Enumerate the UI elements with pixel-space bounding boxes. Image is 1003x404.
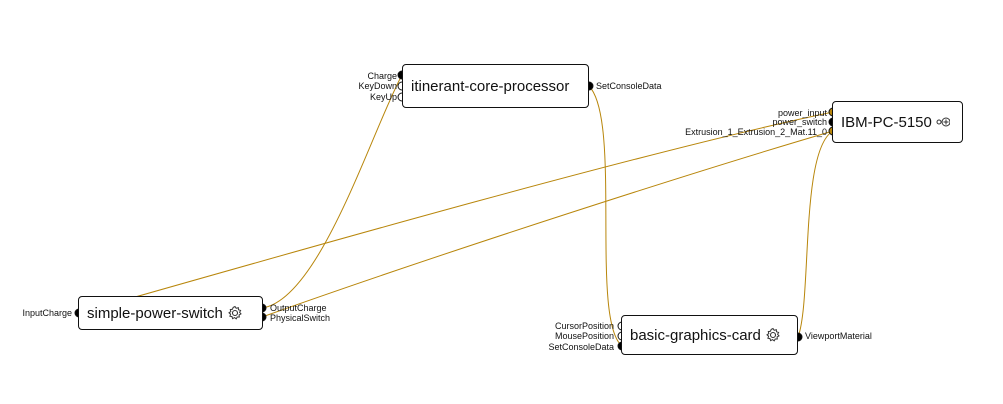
- node-ibm-pc-5150[interactable]: IBM-PC-5150: [832, 101, 963, 143]
- wire-inputcharge-to-power-input: [78, 111, 834, 314]
- gear-icon[interactable]: [227, 305, 243, 321]
- wire-charge-to-outputcharge: [261, 74, 403, 309]
- node-title: basic-graphics-card: [630, 326, 761, 344]
- node-title: itinerant-core-processor: [411, 77, 570, 95]
- port-label-extrusion: Extrusion_1_Extrusion_2_Mat.11_0: [685, 127, 827, 137]
- port-label-power-switch: power_switch: [772, 117, 827, 127]
- port-label-viewportmaterial: ViewportMaterial: [805, 331, 872, 341]
- port-label-keydown: KeyDown: [358, 81, 397, 91]
- node-title: IBM-PC-5150: [841, 113, 932, 131]
- port-label-physicalswitch: PhysicalSwitch: [270, 313, 331, 323]
- port-label-keyup: KeyUp: [369, 92, 397, 102]
- node-basic-graphics-card[interactable]: basic-graphics-card: [621, 315, 798, 355]
- port-label-setconsoledata-in: SetConsoleData: [548, 342, 614, 352]
- wire-setconsoledata: [588, 85, 623, 347]
- port-label-setconsoledata-out: SetConsoleData: [596, 81, 662, 91]
- port-label-outputcharge: OutputCharge: [270, 303, 327, 313]
- node-title: simple-power-switch: [87, 304, 223, 322]
- node-itinerant-core-processor[interactable]: itinerant-core-processor: [402, 64, 589, 108]
- port-label-power-input: power_input: [777, 108, 827, 118]
- node-simple-power-switch[interactable]: simple-power-switch: [78, 296, 263, 330]
- wire-extrusion-to-viewportmaterial: [797, 130, 834, 338]
- wire-physicalswitch-to-extrusion: [261, 130, 834, 318]
- port-label-cursorposition: CursorPosition: [554, 321, 614, 331]
- port-label-charge: Charge: [367, 71, 397, 81]
- port-label-mouseposition: MousePosition: [554, 331, 614, 341]
- gear-icon[interactable]: [765, 327, 781, 343]
- port-label-inputcharge: InputCharge: [22, 308, 72, 318]
- link-icon[interactable]: [936, 116, 950, 128]
